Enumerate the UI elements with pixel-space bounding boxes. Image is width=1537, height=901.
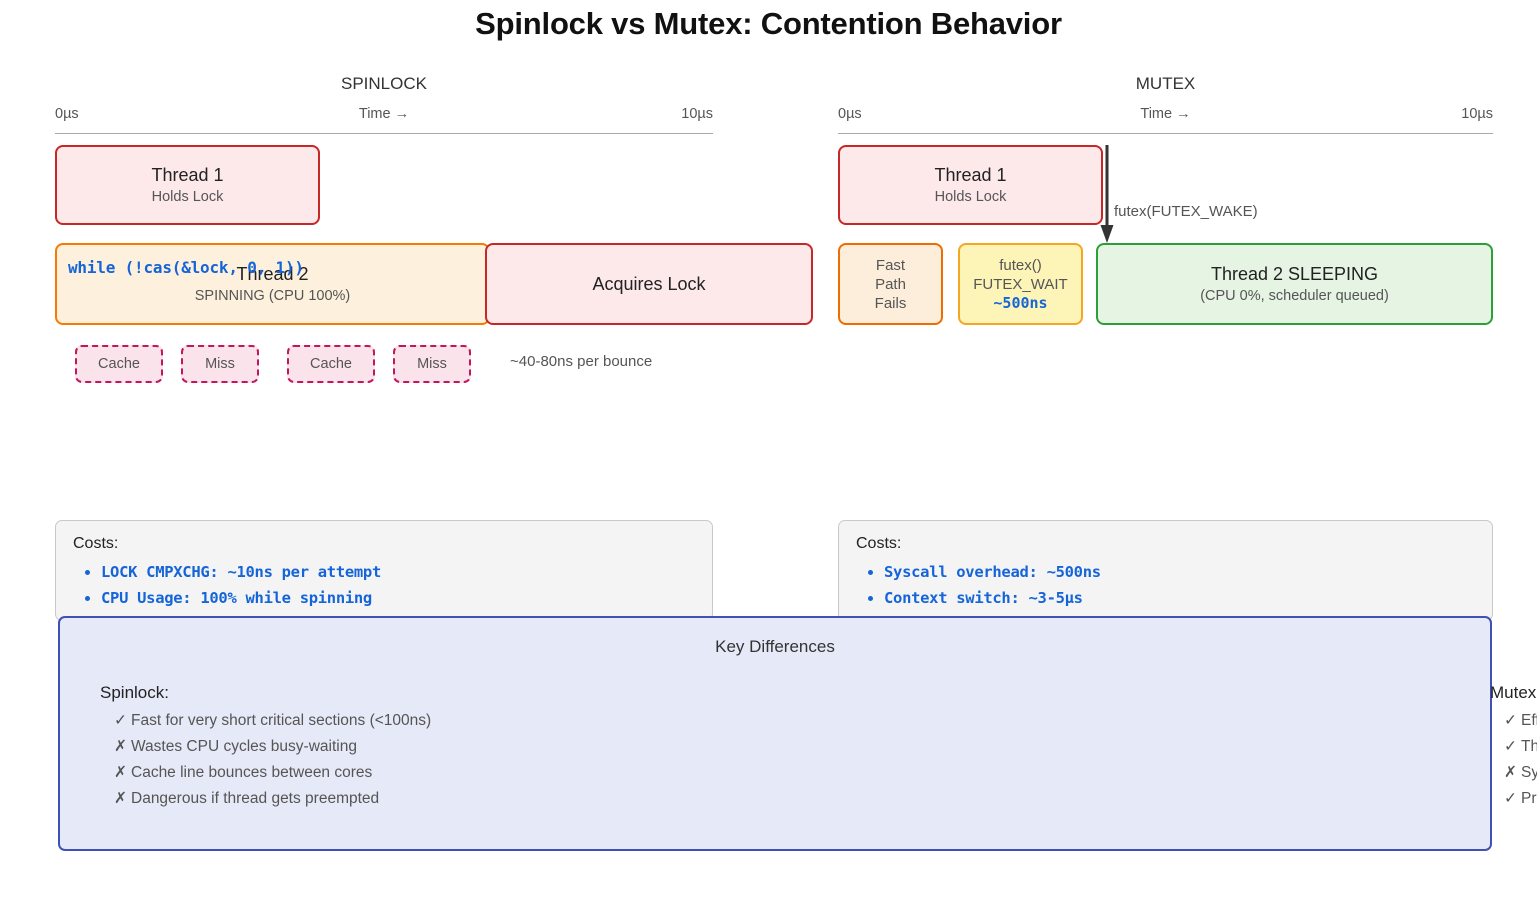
- spinlock-thread1-name: Thread 1: [151, 165, 224, 185]
- key-differences-mutex-item: ✓Priority inheritance prevents priority …: [1490, 786, 1537, 812]
- key-differences-columns: Spinlock: ✓Fast for very short critical …: [60, 680, 1537, 812]
- spinlock-track: Thread 1 Holds Lock while (!cas(&lock, 0…: [55, 145, 813, 665]
- check-icon: ✓: [1504, 712, 1517, 729]
- spinlock-axis-start: 0µs: [55, 106, 79, 122]
- spinlock-thread1-block[interactable]: Thread 1 Holds Lock: [55, 145, 320, 225]
- cache-bounce-box-3[interactable]: Cache: [287, 345, 375, 383]
- item-text: Dangerous if thread gets preempted: [131, 790, 380, 807]
- item-text: Thread sleeps, CPU available for other w…: [1521, 738, 1537, 755]
- mutex-header: MUTEX: [1135, 74, 1196, 93]
- cross-icon: ✗: [114, 790, 127, 807]
- cache-bounce-note: ~40-80ns per bounce: [510, 353, 653, 370]
- spinlock-thread1-state: Holds Lock: [151, 189, 224, 205]
- check-icon: ✓: [114, 712, 127, 729]
- mutex-cost-item: Context switch: ~3-5µs: [884, 585, 1492, 611]
- key-differences-spinlock-item: ✗Cache line bounces between cores: [100, 760, 755, 786]
- key-differences-panel: Key Differences Spinlock: ✓Fast for very…: [58, 616, 1537, 851]
- mutex-costs-title: Costs:: [856, 535, 902, 552]
- key-differences-title: Key Differences: [715, 637, 835, 656]
- mutex-axis-line: [838, 133, 1493, 134]
- mutex-cost-item: Syscall overhead: ~500ns: [884, 559, 1492, 585]
- spinlock-axis-mid: Time →: [358, 106, 410, 122]
- key-differences-mutex-item: ✓Efficient for longer critical sections …: [1490, 708, 1537, 734]
- spinlock-costs-panel: Costs: LOCK CMPXCHG: ~10ns per attempt C…: [55, 520, 713, 621]
- key-differences-mutex-column: Mutex: ✓Efficient for longer critical se…: [755, 680, 1537, 812]
- check-icon: ✓: [1504, 790, 1517, 807]
- mutex-thread1-name: Thread 1: [934, 165, 1007, 185]
- spinlock-thread2-spinning-block[interactable]: while (!cas(&lock, 0, 1)) Thread 2 SPINN…: [55, 243, 490, 325]
- mutex-fastpath-line2: Path: [875, 275, 906, 293]
- spinlock-thread2-state: SPINNING (CPU 100%): [194, 288, 351, 304]
- key-differences-spinlock-item: ✗Wastes CPU cycles busy-waiting: [100, 734, 755, 760]
- mutex-thread1-block[interactable]: Thread 1 Holds Lock: [838, 145, 1103, 225]
- item-text: Efficient for longer critical sections (…: [1521, 712, 1537, 729]
- spinlock-cost-item: LOCK CMPXCHG: ~10ns per attempt: [101, 559, 712, 585]
- mutex-column: MUTEX 0µs Time → 10µs Thread 1 Holds Loc…: [838, 70, 1493, 665]
- cross-icon: ✗: [114, 764, 127, 781]
- page-title: Spinlock vs Mutex: Contention Behavior: [475, 6, 1062, 41]
- item-text: Priority inheritance prevents priority i…: [1521, 790, 1537, 807]
- item-text: Cache line bounces between cores: [131, 764, 373, 781]
- check-icon: ✓: [1504, 738, 1517, 755]
- mutex-futex-wait-block[interactable]: futex() FUTEX_WAIT ~500ns: [958, 243, 1083, 325]
- mutex-fastpath-block[interactable]: Fast Path Fails: [838, 243, 943, 325]
- mutex-futex-latency: ~500ns: [993, 293, 1048, 312]
- mutex-axis-end: 10µs: [1461, 106, 1493, 122]
- mutex-fastpath-line1: Fast: [875, 256, 906, 274]
- mutex-thread2-sleeping-state: (CPU 0%, scheduler queued): [1200, 288, 1389, 304]
- mutex-track: Thread 1 Holds Lock futex(FUTEX_WAKE) Fa…: [838, 145, 1493, 665]
- cross-icon: ✗: [1504, 764, 1517, 781]
- cache-bounce-box-1[interactable]: Cache: [75, 345, 163, 383]
- item-text: Syscall and context switch overhead: [1521, 764, 1537, 781]
- spinlock-cas-code: while (!cas(&lock, 0, 1)): [68, 258, 304, 277]
- cache-bounce-row: Cache Miss Cache Miss ~40-80ns per bounc…: [55, 345, 713, 385]
- cache-bounce-box-2[interactable]: Miss: [181, 345, 259, 383]
- mutex-axis-start: 0µs: [838, 106, 862, 122]
- futex-wake-arrow-icon: [1100, 145, 1114, 243]
- spinlock-column: SPINLOCK 0µs Time → 10µs Thread 1 Holds …: [55, 70, 813, 665]
- item-text: Fast for very short critical sections (<…: [131, 712, 432, 729]
- key-differences-spinlock-heading: Spinlock:: [100, 683, 169, 702]
- spinlock-acquires-lock-label: Acquires Lock: [592, 274, 706, 294]
- mutex-thread2-sleeping-block[interactable]: Thread 2 SLEEPING (CPU 0%, scheduler que…: [1096, 243, 1493, 325]
- mutex-costs-list: Syscall overhead: ~500ns Context switch:…: [856, 559, 1492, 611]
- key-differences-mutex-item: ✓Thread sleeps, CPU available for other …: [1490, 734, 1537, 760]
- item-text: Wastes CPU cycles busy-waiting: [131, 738, 357, 755]
- mutex-fastpath-line3: Fails: [874, 294, 907, 312]
- mutex-axis-mid: Time →: [1140, 106, 1191, 122]
- spinlock-thread2-name: Thread 2: [236, 264, 309, 284]
- spinlock-axis-line: [55, 133, 713, 134]
- mutex-thread1-state: Holds Lock: [934, 189, 1007, 205]
- mutex-futex-call: futex(): [999, 256, 1042, 274]
- spinlock-cost-item: CPU Usage: 100% while spinning: [101, 585, 712, 611]
- mutex-futex-op: FUTEX_WAIT: [973, 275, 1068, 293]
- spinlock-timeline-axis: 0µs Time → 10µs: [55, 105, 713, 145]
- mutex-timeline-axis: 0µs Time → 10µs: [838, 105, 1493, 145]
- spinlock-header: SPINLOCK: [341, 74, 427, 93]
- spinlock-costs-list: LOCK CMPXCHG: ~10ns per attempt CPU Usag…: [73, 559, 712, 611]
- cache-bounce-box-4[interactable]: Miss: [393, 345, 471, 383]
- futex-wake-label: futex(FUTEX_WAKE): [1114, 203, 1258, 220]
- cross-icon: ✗: [114, 738, 127, 755]
- key-differences-spinlock-column: Spinlock: ✓Fast for very short critical …: [60, 680, 755, 812]
- spinlock-acquires-lock-block[interactable]: Acquires Lock: [485, 243, 813, 325]
- key-differences-mutex-item: ✗Syscall and context switch overhead: [1490, 760, 1537, 786]
- mutex-costs-panel: Costs: Syscall overhead: ~500ns Context …: [838, 520, 1493, 621]
- spinlock-axis-end: 10µs: [681, 106, 713, 122]
- mutex-thread2-sleeping-name: Thread 2 SLEEPING: [1210, 264, 1379, 284]
- spinlock-costs-title: Costs:: [73, 535, 119, 552]
- key-differences-spinlock-item: ✗Dangerous if thread gets preempted: [100, 786, 755, 812]
- key-differences-spinlock-item: ✓Fast for very short critical sections (…: [100, 708, 755, 734]
